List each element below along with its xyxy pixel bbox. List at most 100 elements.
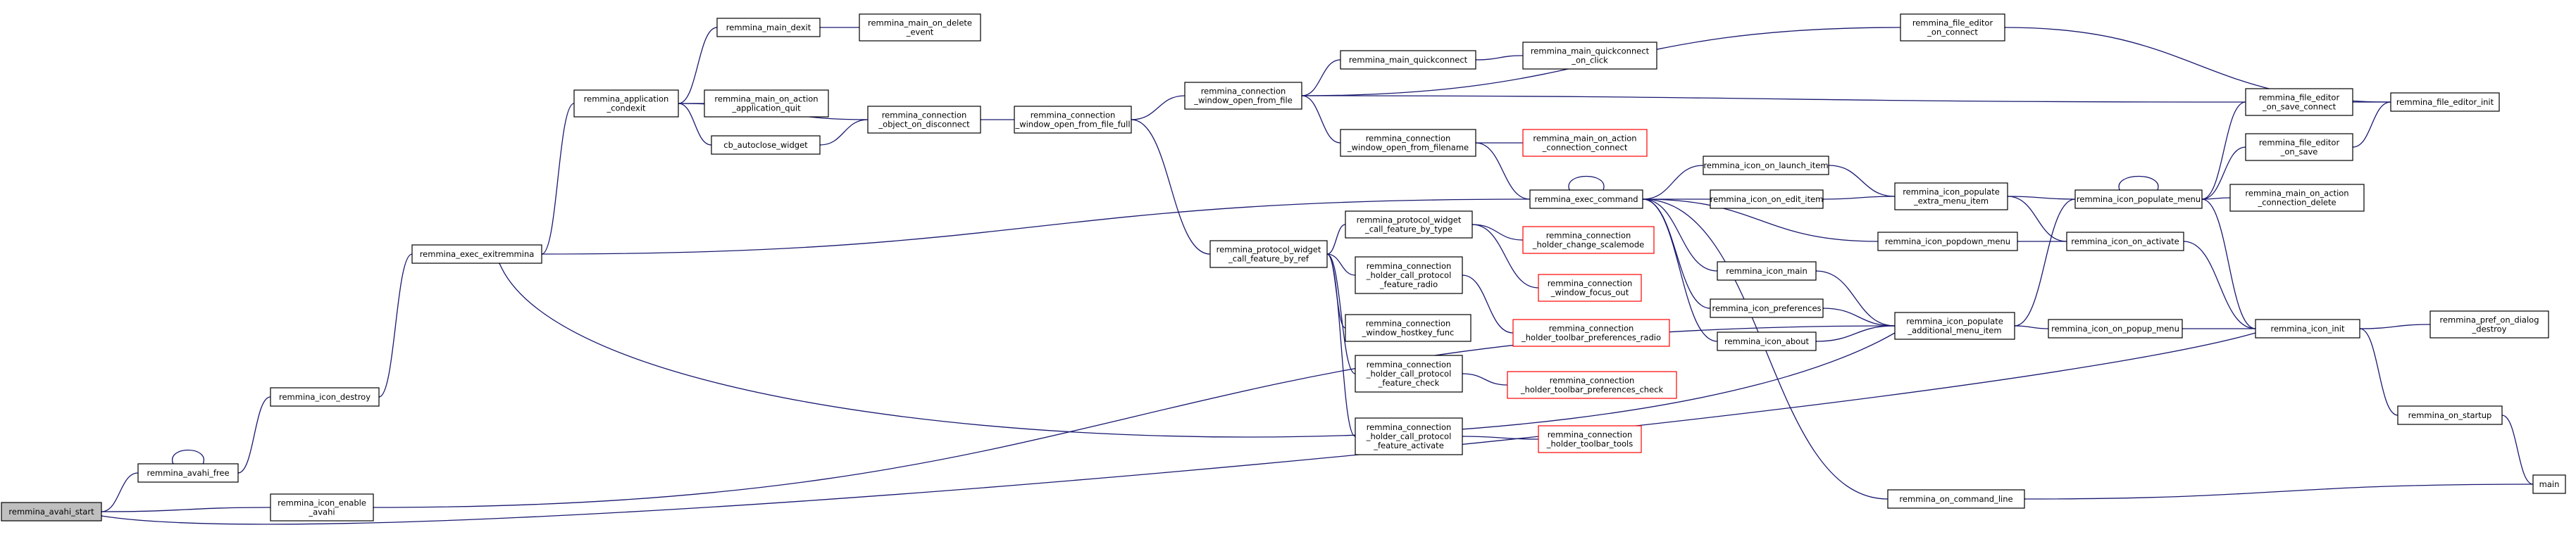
node-label: remmina_connection — [882, 110, 967, 120]
function-node-avahi-start[interactable]: remmina_avahi_start — [1, 502, 102, 522]
node-label: _feature_check — [1378, 378, 1440, 388]
call-edge — [1569, 175, 1605, 191]
function-node-connection-object-on-disconnect[interactable]: remmina_connection_object_on_disconnect — [867, 106, 981, 134]
node-label: remmina_main_quickconnect — [1531, 46, 1650, 56]
node-box — [1710, 189, 1824, 209]
function-node-on-startup[interactable]: remmina_on_startup — [2397, 405, 2503, 425]
call-edge — [1472, 225, 1539, 289]
function-node-exec-command[interactable]: remmina_exec_command — [1529, 189, 1643, 209]
function-node-main-on-delete-event[interactable]: remmina_main_on_delete_event — [859, 13, 981, 42]
function-node-icon-populate-menu[interactable]: remmina_icon_populate_menu — [2074, 189, 2203, 209]
function-node-icon-about[interactable]: remmina_icon_about — [1717, 331, 1817, 351]
node-box — [1900, 13, 2005, 42]
function-node-icon-destroy[interactable]: remmina_icon_destroy — [270, 387, 380, 407]
node-label: _holder_change_scalemode — [1532, 240, 1644, 250]
node-box — [1345, 210, 1473, 239]
node-label: _additional_menu_item — [1907, 326, 2001, 336]
node-label: remmina_icon_on_popup_menu — [2051, 324, 2179, 334]
function-node-pref-on-dialog-destroy[interactable]: remmina_pref_on_dialog_destroy — [2429, 310, 2549, 339]
node-label: remmina_icon_destroy — [279, 392, 371, 402]
function-node-holder-call-protocol-feature-check[interactable]: remmina_connection_holder_call_protocol_… — [1355, 355, 1463, 393]
function-node-main-on-action-application-quit[interactable]: remmina_main_on_action_application_quit — [704, 89, 829, 118]
function-node-holder-call-protocol-feature-radio[interactable]: remmina_connection_holder_call_protocol_… — [1355, 256, 1463, 294]
function-node-icon-on-launch-item[interactable]: remmina_icon_on_launch_item — [1703, 156, 1829, 175]
node-box — [1703, 156, 1829, 175]
function-node-icon-preferences[interactable]: remmina_icon_preferences — [1710, 298, 1824, 318]
function-node-holder-toolbar-preferences-check[interactable]: remmina_connection_holder_toolbar_prefer… — [1507, 371, 1677, 399]
node-label: _holder_toolbar_tools — [1546, 439, 1634, 449]
node-label: _holder_call_protocol — [1366, 369, 1452, 379]
function-node-file-editor-init[interactable]: remmina_file_editor_init — [2390, 92, 2500, 112]
function-node-connection-window-focus-out[interactable]: remmina_connection_window_focus_out — [1538, 274, 1642, 302]
call-edge — [101, 507, 271, 512]
function-node-main-on-action-connection-connect[interactable]: remmina_main_on_action_connection_connec… — [1522, 129, 1648, 157]
node-label: _holder_toolbar_preferences_radio — [1521, 333, 1661, 343]
node-box — [270, 387, 380, 407]
function-node-file-editor-on-save-connect[interactable]: remmina_file_editor_on_save_connect — [2245, 88, 2353, 116]
node-box — [2048, 319, 2183, 339]
node-box — [2532, 474, 2566, 494]
call-edge — [2015, 326, 2049, 329]
function-node-on-command-line[interactable]: remmina_on_command_line — [1887, 489, 2025, 509]
function-node-holder-toolbar-preferences-radio[interactable]: remmina_connection_holder_toolbar_prefer… — [1512, 319, 1670, 347]
node-label: _condexit — [606, 103, 646, 113]
function-node-main-dexit[interactable]: remmina_main_dexit — [716, 18, 821, 37]
function-node-icon-on-popup-menu[interactable]: remmina_icon_on_popup_menu — [2048, 319, 2183, 339]
call-edge — [1327, 254, 1356, 374]
node-label: remmina_exec_command — [1534, 194, 1638, 204]
call-edge — [2008, 196, 2067, 242]
function-node-conn-window-open-from-file-full[interactable]: remmina_connection_window_open_from_file… — [1014, 106, 1132, 134]
node-box — [1209, 240, 1328, 268]
node-label: remmina_on_command_line — [1899, 494, 2012, 504]
function-node-connection-window-hostkey-func[interactable]: remmina_connection_window_hostkey_func — [1345, 314, 1471, 342]
function-node-holder-call-protocol-feature-activate[interactable]: remmina_connection_holder_call_protocol_… — [1355, 417, 1463, 455]
function-node-file-editor-on-connect[interactable]: remmina_file_editor_on_connect — [1900, 13, 2005, 42]
function-node-exec-exitremmina[interactable]: remmina_exec_exitremmina — [411, 244, 542, 264]
function-node-icon-init[interactable]: remmina_icon_init — [2255, 319, 2360, 339]
call-edge — [379, 253, 413, 397]
function-node-file-editor-on-save[interactable]: remmina_file_editor_on_save — [2245, 133, 2353, 161]
function-node-icon-popdown-menu[interactable]: remmina_icon_popdown_menu — [1877, 232, 2018, 251]
function-node-connection-holder-change-scalemode[interactable]: remmina_connection_holder_change_scalemo… — [1522, 226, 1655, 254]
function-node-icon-enable-avahi[interactable]: remmina_icon_enable_avahi — [270, 493, 374, 522]
function-node-avahi-free[interactable]: remmina_avahi_free — [137, 463, 239, 483]
node-label: _feature_activate — [1373, 441, 1444, 450]
node-box — [704, 89, 829, 118]
node-label: remmina_icon_main — [1726, 266, 1807, 276]
node-box — [2245, 88, 2353, 116]
call-edge — [820, 119, 869, 145]
function-node-cb-autoclose-widget[interactable]: cb_autoclose_widget — [711, 135, 821, 155]
function-node-icon-populate-extra-menu-item[interactable]: remmina_icon_populate_extra_menu_item — [1894, 182, 2008, 210]
node-label: remmina_connection — [1031, 110, 1116, 120]
node-label: remmina_connection — [1367, 261, 1452, 271]
node-label: _on_connect — [1927, 27, 1978, 37]
function-node-icon-on-activate[interactable]: remmina_icon_on_activate — [2066, 232, 2184, 251]
function-node-conn-window-open-from-file[interactable]: remmina_connection_window_open_from_file — [1184, 82, 1302, 110]
node-box — [1512, 319, 1670, 347]
function-node-icon-populate-additional-menu-item[interactable]: remmina_icon_populate_additional_menu_it… — [1894, 312, 2015, 340]
call-edge — [1131, 95, 1186, 120]
node-label: _object_on_disconnect — [878, 120, 970, 129]
function-node-main-quickconnect-on-click[interactable]: remmina_main_quickconnect_on_click — [1522, 42, 1657, 70]
node-box — [716, 18, 821, 37]
function-node-main-quickconnect[interactable]: remmina_main_quickconnect — [1340, 50, 1476, 70]
node-label: remmina_protocol_widget — [1357, 215, 1462, 225]
function-node-main[interactable]: main — [2532, 474, 2566, 494]
function-node-conn-window-open-from-filename[interactable]: remmina_connection_window_open_from_file… — [1340, 129, 1476, 157]
node-box — [1529, 189, 1643, 209]
function-node-icon-on-edit-item[interactable]: remmina_icon_on_edit_item — [1710, 189, 1824, 209]
node-label: _avahi — [308, 507, 335, 517]
function-node-application-condexit[interactable]: remmina_application_condexit — [573, 89, 679, 118]
node-label: _connection_delete — [2257, 198, 2336, 208]
function-node-protocol-widget-call-feature-by-ref[interactable]: remmina_protocol_widget_call_feature_by_… — [1209, 240, 1328, 268]
node-label: remmina_main_quickconnect — [1349, 55, 1468, 65]
node-box — [411, 244, 542, 264]
node-label: remmina_connection — [1201, 87, 1286, 96]
call-edges — [101, 27, 2534, 525]
function-node-holder-toolbar-tools[interactable]: remmina_connection_holder_toolbar_tools — [1538, 425, 1642, 453]
function-node-pw-call-feature-by-type[interactable]: remmina_protocol_widget_call_feature_by_… — [1345, 210, 1473, 239]
call-edge — [1302, 59, 1341, 96]
call-edge — [2360, 324, 2431, 329]
function-node-main-on-action-connection-delete[interactable]: remmina_main_on_action_connection_delete — [2229, 184, 2365, 212]
function-node-icon-main[interactable]: remmina_icon_main — [1717, 261, 1817, 281]
